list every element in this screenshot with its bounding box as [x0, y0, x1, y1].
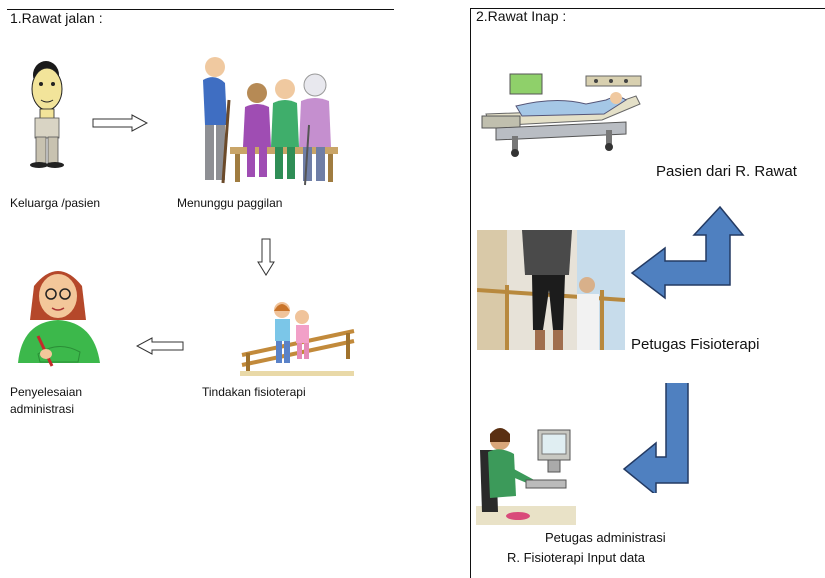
- arrow-down-1: [257, 238, 275, 276]
- step-penyelesaian-label: Penyelesaian administrasi: [10, 385, 83, 416]
- left-top-rule: [7, 9, 394, 10]
- step-petugas-fisio-label: Petugas Fisioterapi: [631, 336, 760, 353]
- arrow-right-1: [92, 114, 148, 132]
- step-menunggu-label: Menunggu paggilan: [177, 196, 283, 210]
- arrow-bent-up-icon: [630, 205, 745, 300]
- office-worker-icon: [476, 420, 576, 525]
- step-petugas-admin-line2: R. Fisioterapi Input data: [507, 550, 646, 565]
- rawat-inap-title: 2.Rawat Inap :: [476, 8, 567, 24]
- rawat-inap-panel: [470, 8, 825, 578]
- hospital-bed-icon: [476, 70, 648, 160]
- rawat-jalan-title: 1.Rawat jalan :: [10, 10, 103, 26]
- step-keluarga-label: Keluarga /pasien: [10, 196, 101, 210]
- writing-woman-icon: [8, 258, 106, 370]
- step-tindakan-label: Tindakan fisioterapi: [202, 385, 306, 399]
- step-petugas-admin-line1: Petugas administrasi: [545, 530, 666, 545]
- person-icon: [10, 55, 84, 173]
- arrow-left-1: [136, 337, 184, 355]
- elderly-group-icon: [185, 55, 340, 190]
- rehab-walking-photo: [477, 230, 625, 350]
- arrow-bent-down-icon: [622, 383, 690, 493]
- therapy-children-icon: [238, 297, 356, 377]
- step-pasien-label: Pasien dari R. Rawat: [656, 163, 797, 180]
